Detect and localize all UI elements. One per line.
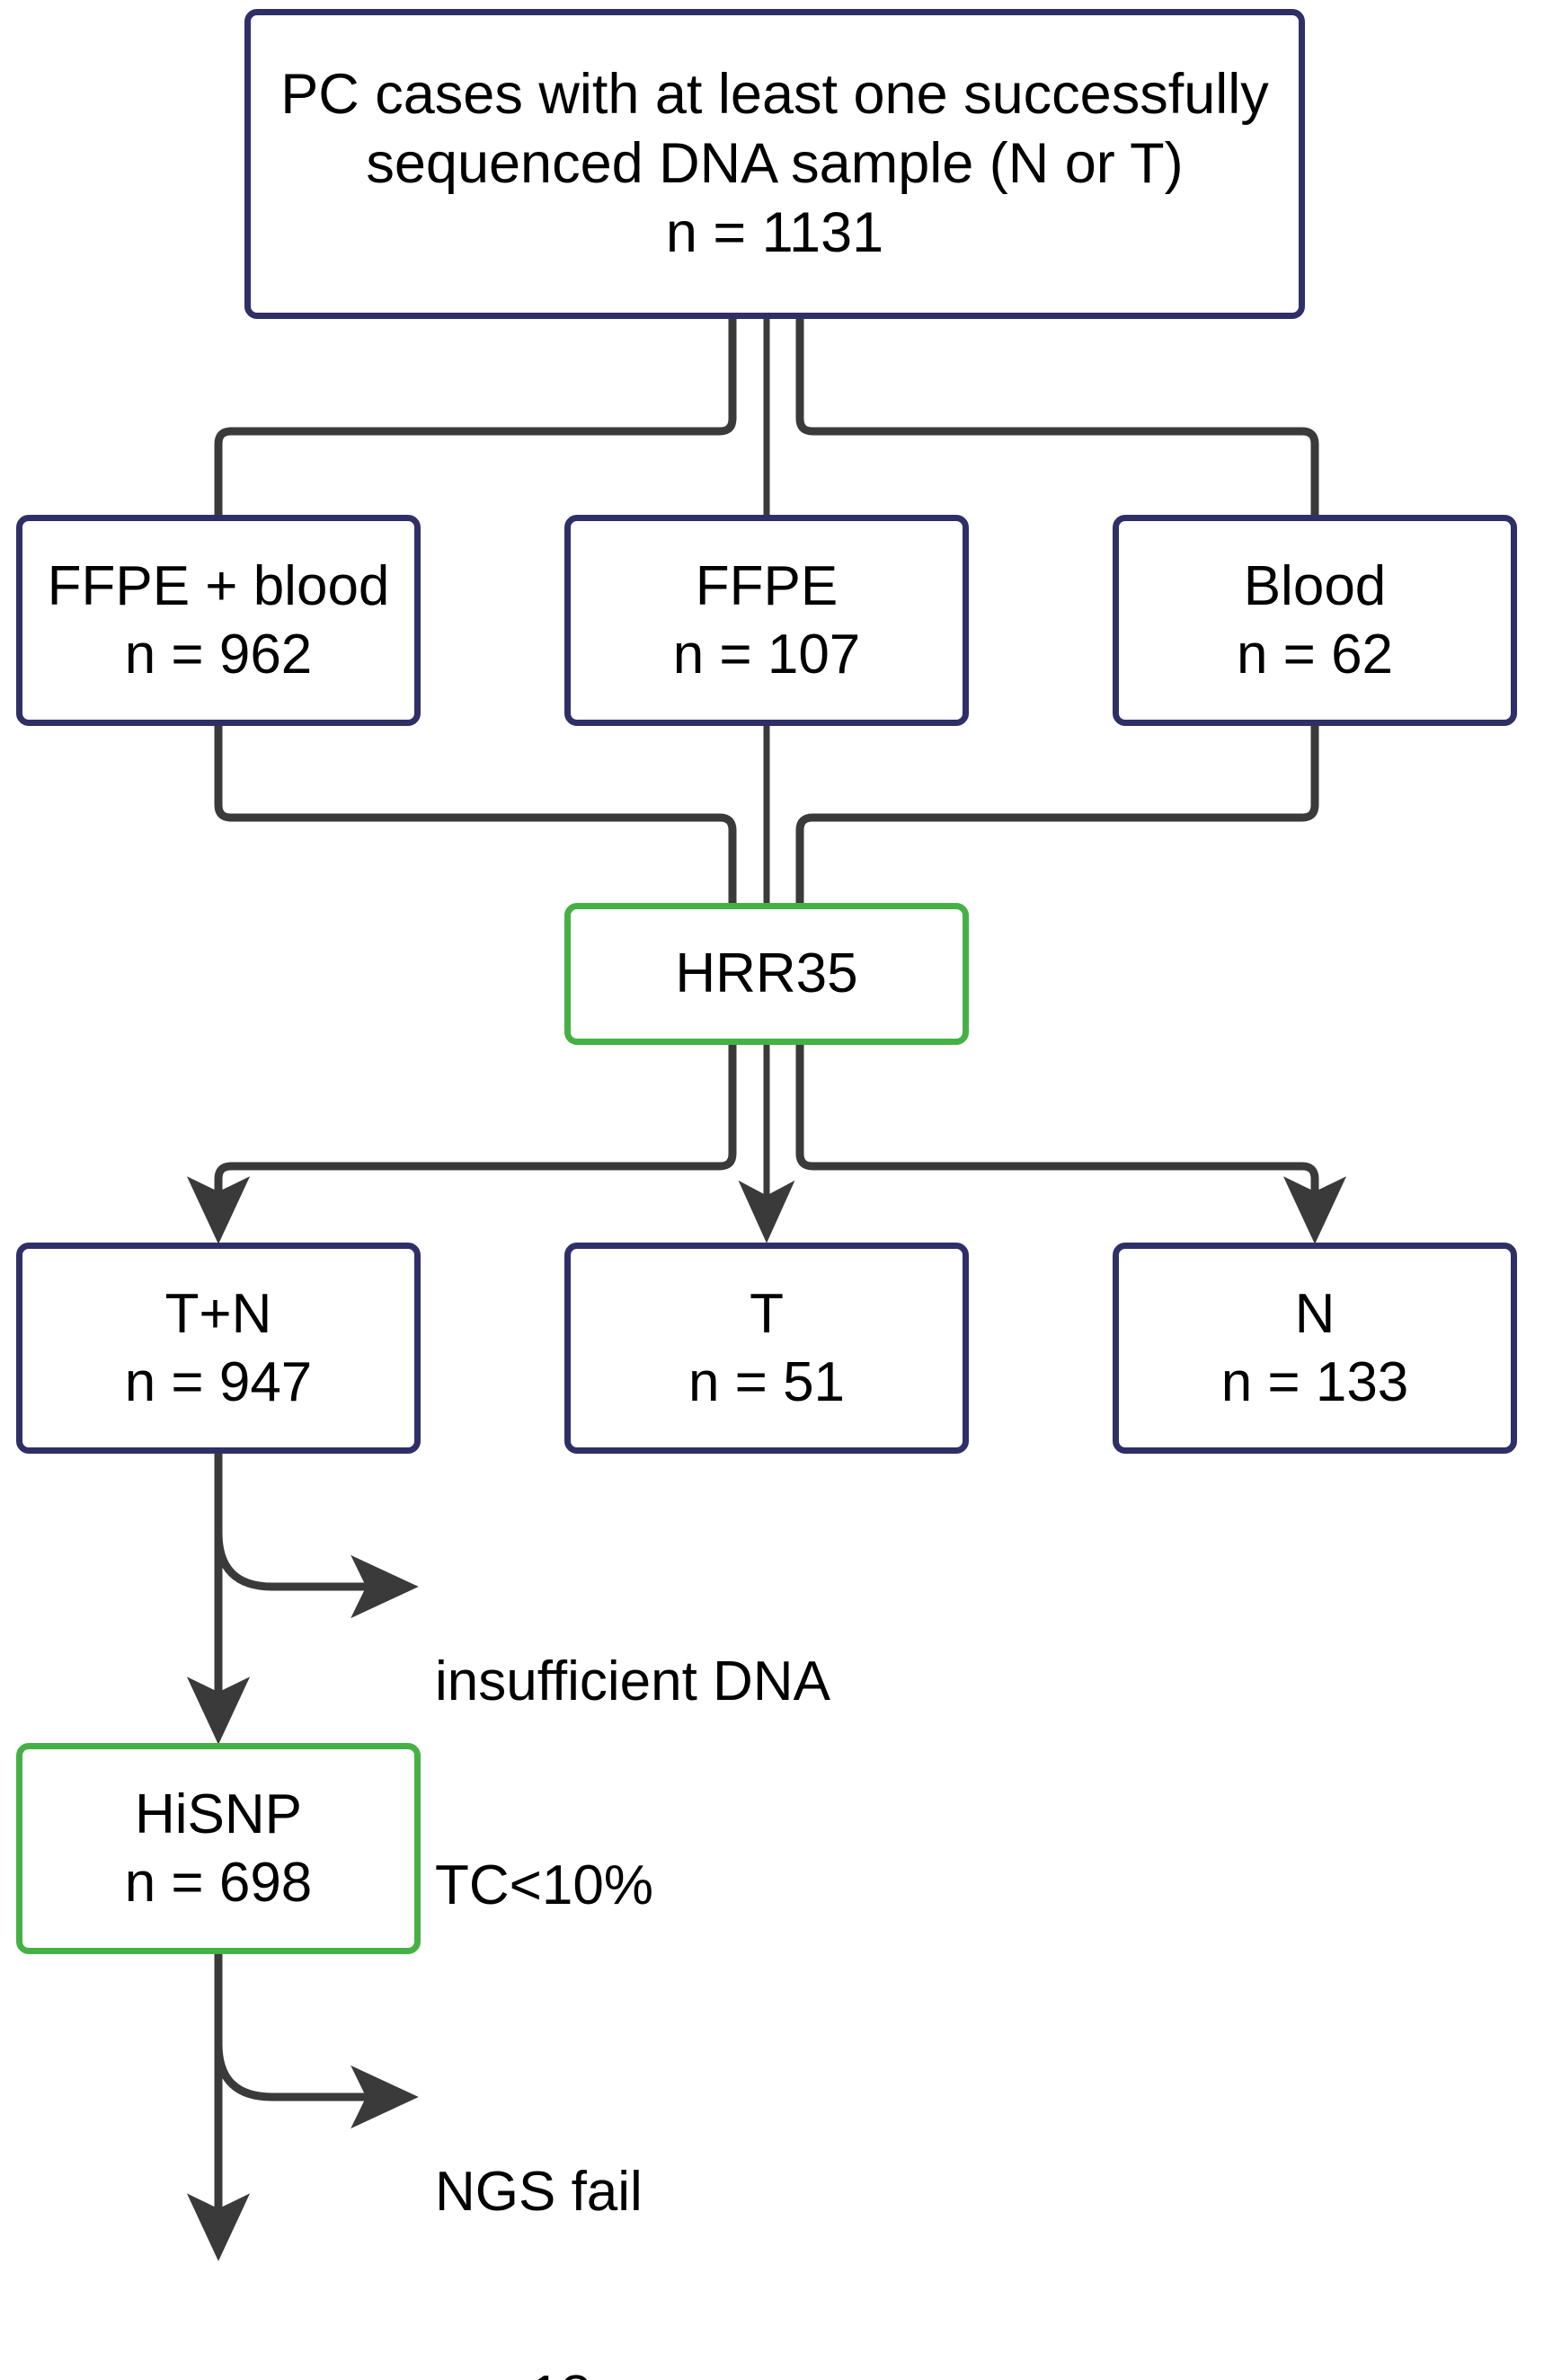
connector-root-to-blood <box>795 316 1319 515</box>
node-root-label-line2: sequenced DNA sample (N or T) <box>366 132 1184 196</box>
node-hrr35[interactable]: HRR35 <box>564 903 969 1045</box>
exclusion-label-ngs-fail: NGS fail n = 18 <box>435 2022 643 2380</box>
node-hisnp[interactable]: HiSNP n = 698 <box>16 1743 421 1954</box>
connector-root-to-ffpe-blood <box>214 316 737 515</box>
node-ffpe[interactable]: FFPE n = 107 <box>564 515 969 726</box>
exclusion-ngsfail-count: n = 18 <box>435 2362 643 2380</box>
node-hrr35-label: HRR35 <box>675 942 858 1005</box>
final-cohort-count: n = 680 <box>115 2294 303 2380</box>
node-ffpe-plus-blood[interactable]: FFPE + blood n = 962 <box>16 515 421 726</box>
connector-tn-to-insufficient <box>214 1532 419 1619</box>
node-blood-label: Blood <box>1243 554 1387 617</box>
node-hisnp-count: n = 698 <box>124 1851 313 1914</box>
node-blood-count: n = 62 <box>1236 623 1394 686</box>
node-n[interactable]: N n = 133 <box>1113 1243 1517 1454</box>
node-blood[interactable]: Blood n = 62 <box>1113 515 1517 726</box>
node-hisnp-label: HiSNP <box>134 1783 303 1845</box>
connector-hisnp-to-ngsfail <box>214 2043 419 2129</box>
connector-ffpe-blood-to-hrr35 <box>214 726 737 903</box>
node-tn-label: T+N <box>164 1282 272 1345</box>
node-t[interactable]: T n = 51 <box>564 1243 969 1454</box>
exclusion-insufficient-line2: TC<10% <box>435 1854 653 1917</box>
node-tn-count: n = 947 <box>124 1350 313 1413</box>
node-root-count: n = 1131 <box>665 200 884 264</box>
node-root-label-line1: PC cases with at least one successfully <box>280 63 1269 127</box>
node-n-label: N <box>1294 1282 1335 1345</box>
node-n-count: n = 133 <box>1220 1350 1409 1413</box>
exclusion-ngsfail-line1: NGS fail <box>435 2161 643 2224</box>
node-ffpe-count: n = 107 <box>672 623 861 686</box>
node-pc-cases-root[interactable]: PC cases with at least one successfully … <box>244 9 1305 319</box>
node-ffpe-label: FFPE <box>695 554 839 617</box>
node-ffpe-blood-count: n = 962 <box>124 623 313 686</box>
exclusion-label-insufficient-dna: insufficient DNA TC<10% <box>435 1512 830 2056</box>
node-t-label: T <box>750 1282 784 1345</box>
connector-hrr35-to-tn <box>186 1045 737 1244</box>
exclusion-insufficient-line1: insufficient DNA <box>435 1650 830 1713</box>
node-t-count: n = 51 <box>688 1350 846 1413</box>
connector-blood-to-hrr35 <box>795 726 1319 903</box>
node-ffpe-blood-label: FFPE + blood <box>47 554 390 617</box>
node-t-plus-n[interactable]: T+N n = 947 <box>16 1243 421 1454</box>
connector-hrr35-to-n <box>795 1045 1347 1244</box>
